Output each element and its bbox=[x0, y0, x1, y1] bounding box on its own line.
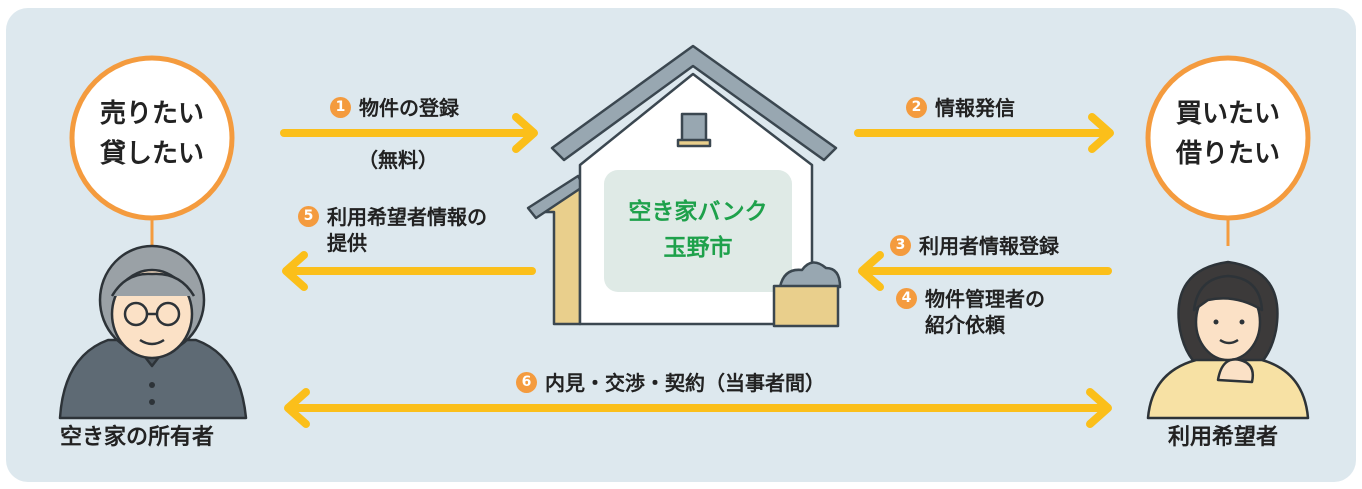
step-5-label: 5 利用希望者情報の 提供 bbox=[298, 204, 487, 256]
house-label-line2: 玉野市 bbox=[663, 235, 733, 261]
step-1-sub: （無料） bbox=[358, 148, 438, 172]
step-4-text-line1: 物件管理者の bbox=[925, 287, 1045, 311]
house-planter bbox=[772, 284, 840, 328]
step-2-label: 2 情報発信 bbox=[906, 95, 1015, 121]
arrow-6-double bbox=[284, 388, 1112, 428]
arrow-2-right bbox=[854, 113, 1114, 153]
step-5-number: 5 bbox=[298, 206, 319, 227]
arrow-3-left bbox=[858, 251, 1112, 291]
step-6-text: 内見・交渉・契約（当事者間） bbox=[545, 371, 825, 395]
house-label-line1: 空き家バンク bbox=[628, 199, 768, 226]
step-2-number: 2 bbox=[906, 97, 927, 118]
user-bubble-line2: 借りたい bbox=[1175, 139, 1280, 170]
owner-bubble bbox=[69, 55, 235, 221]
arrow-5-left bbox=[282, 251, 536, 291]
step-1-label: 1 物件の登録 bbox=[330, 95, 459, 121]
step-3-label: 3 利用者情報登録 bbox=[890, 233, 1059, 259]
owner-body bbox=[58, 338, 248, 420]
step-1-number: 1 bbox=[330, 97, 351, 118]
owner-bubble-line1: 売りたい bbox=[99, 99, 204, 129]
user-label: 利用希望者 bbox=[1168, 425, 1279, 450]
step-6-number: 6 bbox=[516, 372, 537, 393]
step-5-text-line2: 提供 bbox=[327, 231, 367, 255]
house-illustration bbox=[526, 44, 842, 328]
step-4-number: 4 bbox=[896, 288, 917, 309]
user-illustration bbox=[1146, 260, 1310, 420]
house-roof bbox=[550, 44, 838, 162]
arrow-1-right bbox=[280, 113, 538, 153]
step-4-label: 4 物件管理者の 紹介依頼 bbox=[896, 286, 1045, 338]
step-3-text: 利用者情報登録 bbox=[919, 234, 1059, 258]
user-body bbox=[1146, 358, 1310, 420]
owner-label: 空き家の所有者 bbox=[60, 425, 215, 450]
step-5-text-line1: 利用希望者情報の bbox=[327, 205, 487, 229]
user-hand bbox=[1216, 358, 1254, 384]
step-2-text: 情報発信 bbox=[935, 96, 1015, 120]
house-label: 空き家バンク 玉野市 bbox=[604, 170, 792, 292]
step-3-number: 3 bbox=[890, 235, 911, 256]
user-bubble-line1: 買いたい bbox=[1175, 99, 1280, 129]
step-1-text: 物件の登録 bbox=[359, 96, 459, 120]
user-bubble bbox=[1145, 55, 1311, 221]
step-6-label: 6 内見・交渉・契約（当事者間） bbox=[516, 370, 825, 396]
house-window bbox=[680, 112, 708, 144]
house-planter-plant bbox=[778, 261, 842, 289]
step-4-text-line2: 紹介依頼 bbox=[925, 313, 1005, 337]
user-bubble-text: 買いたい 借りたい bbox=[1148, 94, 1308, 175]
owner-illustration bbox=[58, 244, 248, 420]
owner-bubble-line2: 貸したい bbox=[99, 139, 204, 170]
house-sign bbox=[604, 170, 792, 292]
owner-bubble-text: 売りたい 貸したい bbox=[72, 94, 232, 175]
